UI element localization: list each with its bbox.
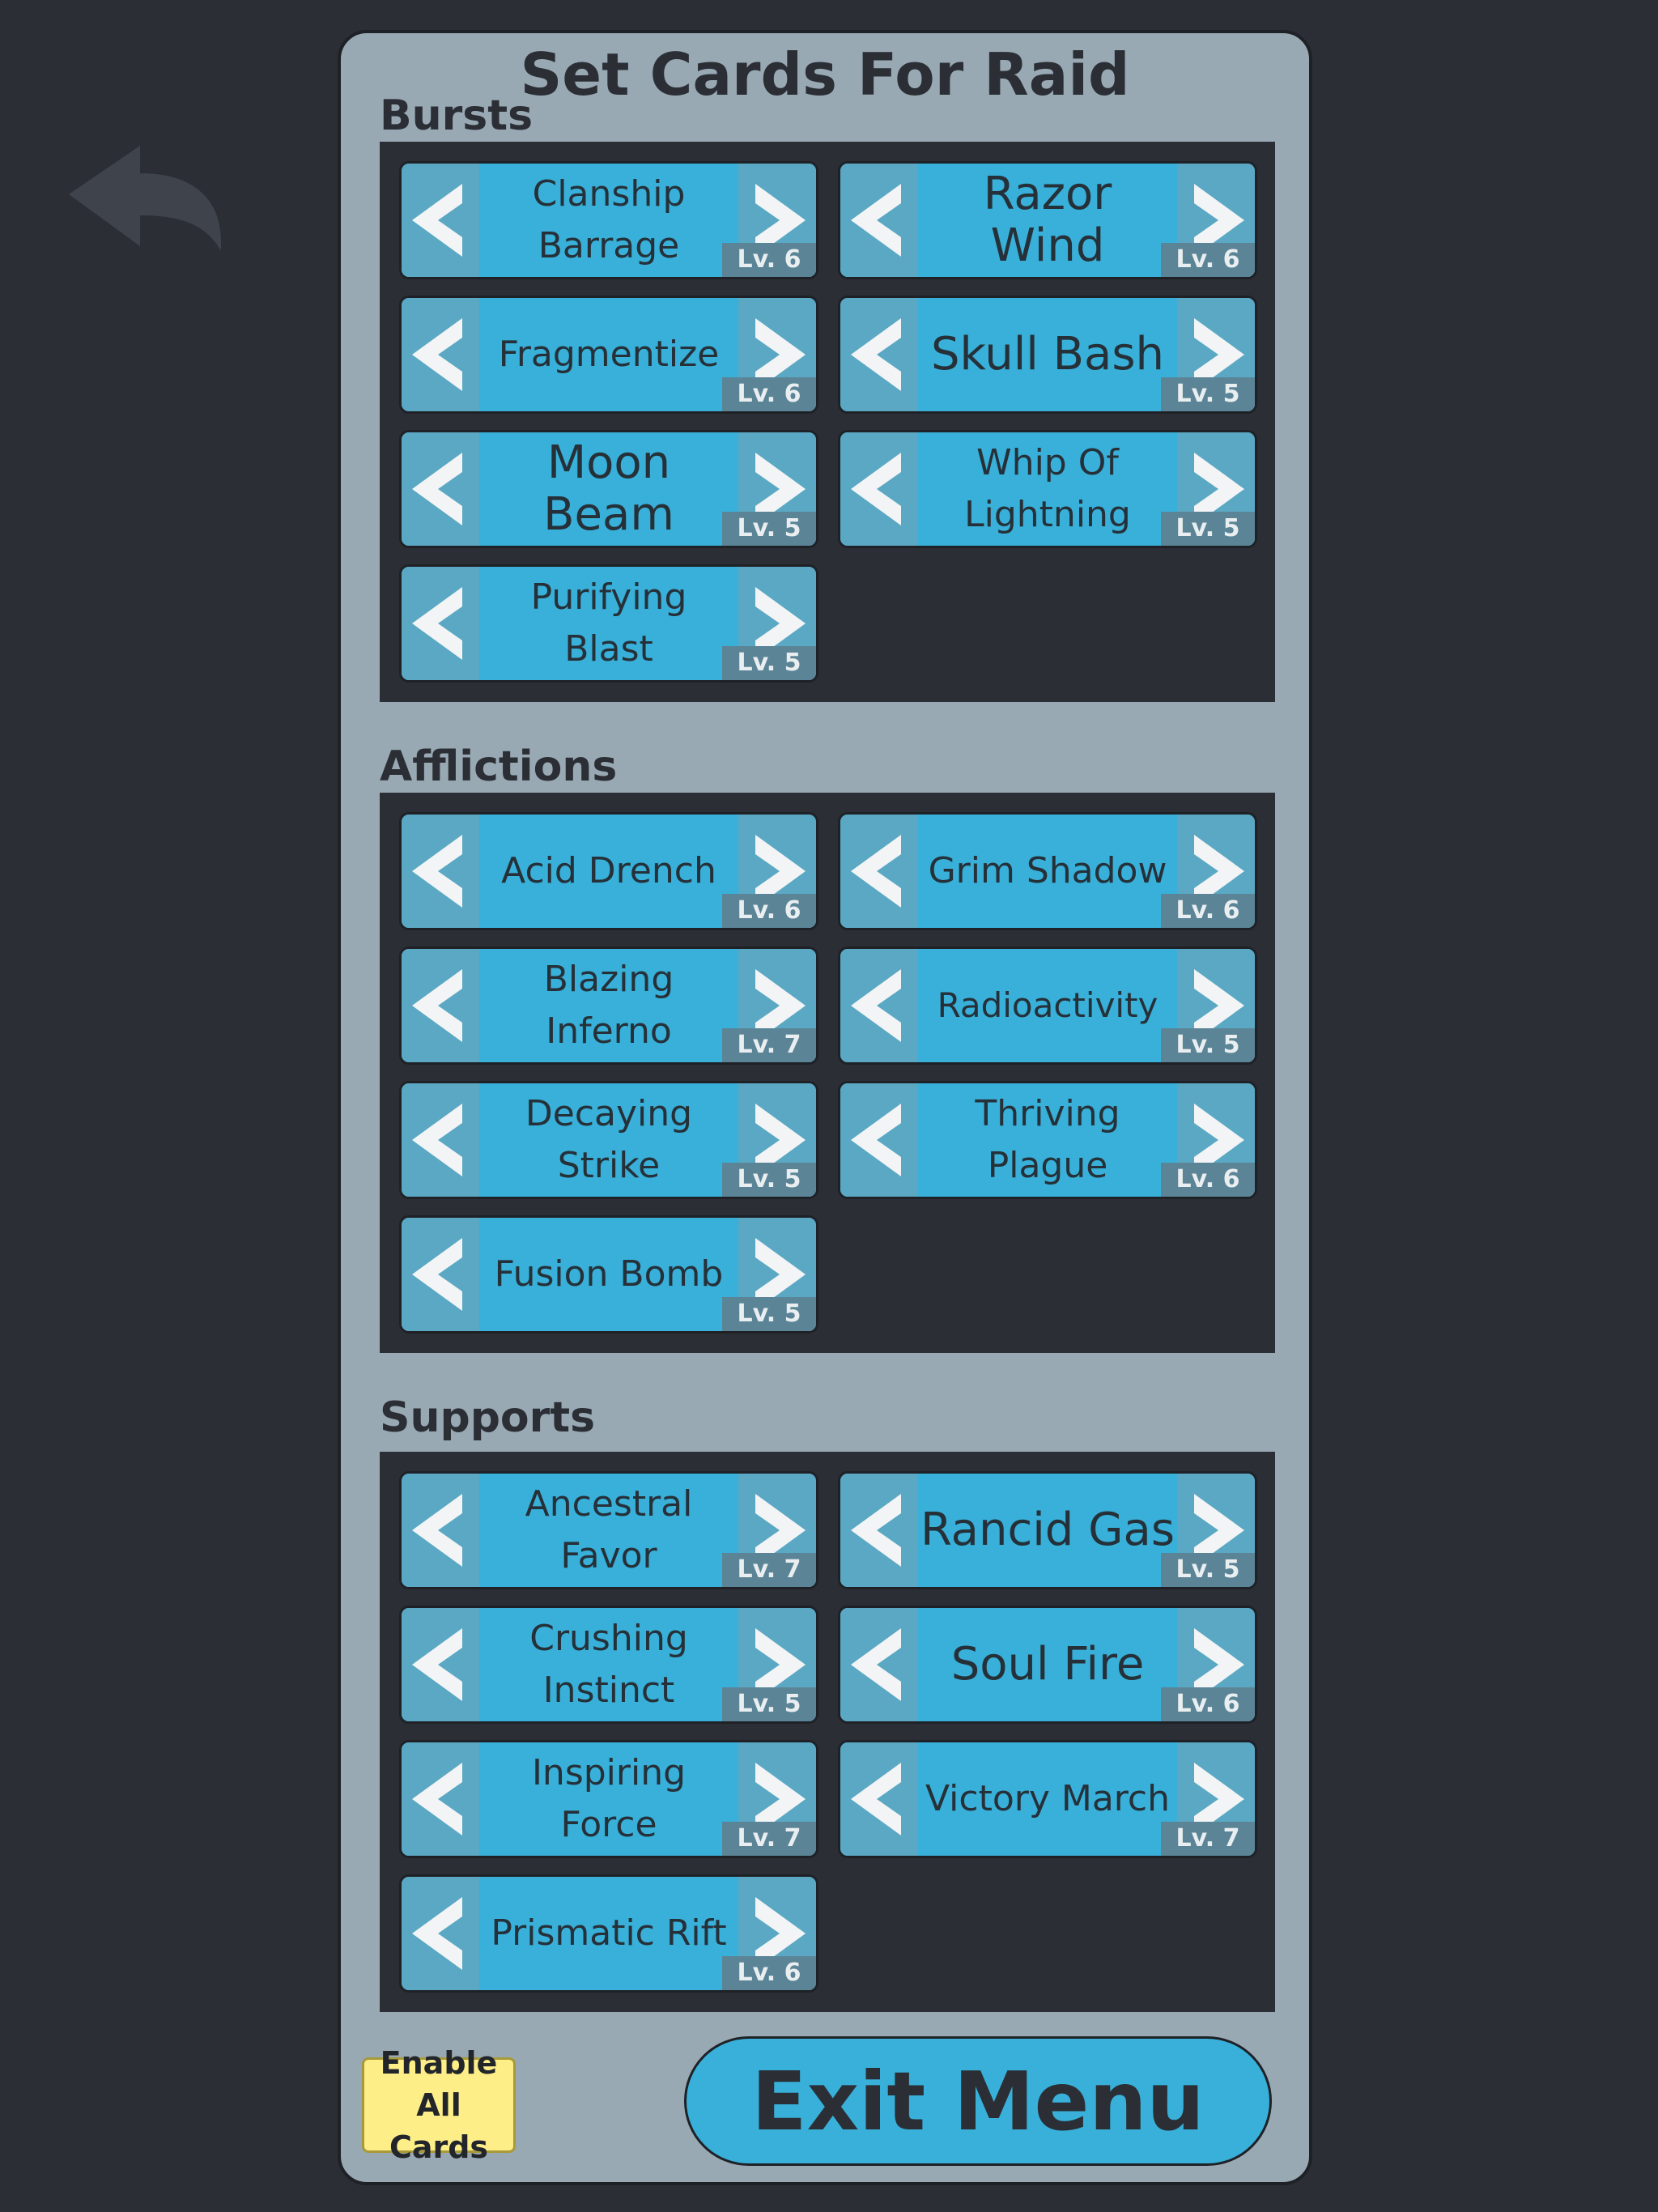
- card-name: Moon Beam: [543, 436, 674, 541]
- enable-all-cards-button[interactable]: Enable All Cards: [362, 2045, 516, 2165]
- card-name: Clanship Barrage: [532, 173, 686, 266]
- card-name: Crushing Instinct: [529, 1618, 688, 1711]
- card-name: Blazing Inferno: [543, 959, 674, 1052]
- prev-card-button[interactable]: [840, 298, 918, 411]
- prev-card-button[interactable]: [402, 1742, 479, 1856]
- prev-card-button[interactable]: [402, 1608, 479, 1721]
- card-level-badge: Lv. 5: [722, 646, 816, 680]
- card-level-badge: Lv. 7: [722, 1822, 816, 1856]
- prev-card-button[interactable]: [402, 815, 479, 928]
- prev-card-button[interactable]: [840, 1474, 918, 1587]
- card-name: Acid Drench: [501, 850, 716, 891]
- card-level-badge: Lv. 5: [722, 1297, 816, 1331]
- prev-card-button[interactable]: [840, 1083, 918, 1197]
- prev-card-button[interactable]: [402, 164, 479, 277]
- card-name: Razor Wind: [983, 168, 1112, 272]
- card-level-badge: Lv. 6: [1161, 1687, 1255, 1721]
- prev-card-button[interactable]: [402, 949, 479, 1062]
- prev-card-button[interactable]: [840, 432, 918, 546]
- card-name: Radioactivity: [937, 985, 1158, 1025]
- prev-card-button[interactable]: [840, 1742, 918, 1856]
- section-title-bursts: Bursts: [380, 91, 534, 140]
- card-name: Fragmentize: [498, 334, 720, 375]
- card-level-badge: Lv. 5: [1161, 1553, 1255, 1587]
- card-level-badge: Lv. 5: [1161, 1028, 1255, 1062]
- card-name: Whip Of Lightning: [964, 442, 1131, 535]
- card-level-badge: Lv. 7: [1161, 1822, 1255, 1856]
- section-title-afflictions: Afflictions: [380, 742, 618, 791]
- prev-card-button[interactable]: [402, 567, 479, 680]
- card-name: Prismatic Rift: [491, 1912, 727, 1954]
- card-level-badge: Lv. 7: [722, 1553, 816, 1587]
- prev-card-button[interactable]: [402, 298, 479, 411]
- card-level-badge: Lv. 6: [722, 243, 816, 277]
- card-name: Thriving Plague: [975, 1093, 1120, 1186]
- card-level-badge: Lv. 5: [722, 1687, 816, 1721]
- prev-card-button[interactable]: [840, 164, 918, 277]
- card-level-badge: Lv. 5: [722, 512, 816, 546]
- card-name: Rancid Gas: [920, 1504, 1175, 1556]
- prev-card-button[interactable]: [402, 1877, 479, 1990]
- back-button[interactable]: [69, 146, 223, 251]
- card-name: Grim Shadow: [928, 850, 1167, 891]
- card-level-badge: Lv. 6: [1161, 1163, 1255, 1197]
- card-name: Skull Bash: [930, 328, 1165, 381]
- prev-card-button[interactable]: [402, 1474, 479, 1587]
- enable-all-cards-label: Enable All Cards: [380, 2045, 498, 2165]
- back-arrow-icon: [69, 146, 221, 251]
- exit-menu-button[interactable]: Exit Menu: [684, 2036, 1272, 2166]
- card-level-badge: Lv. 6: [722, 1956, 816, 1990]
- prev-card-button[interactable]: [840, 1608, 918, 1721]
- card-name: Fusion Bomb: [494, 1253, 724, 1295]
- card-level-badge: Lv. 5: [722, 1163, 816, 1197]
- card-name: Decaying Strike: [525, 1093, 693, 1186]
- card-name: Soul Fire: [950, 1638, 1145, 1691]
- page-title: Set Cards For Raid: [520, 40, 1130, 108]
- card-level-badge: Lv. 7: [722, 1028, 816, 1062]
- card-name: Ancestral Favor: [525, 1483, 693, 1576]
- prev-card-button[interactable]: [402, 1218, 479, 1331]
- card-level-badge: Lv. 6: [722, 377, 816, 411]
- prev-card-button[interactable]: [402, 432, 479, 546]
- card-name: Inspiring Force: [531, 1752, 687, 1845]
- prev-card-button[interactable]: [402, 1083, 479, 1197]
- card-name: Victory March: [925, 1778, 1170, 1819]
- card-level-badge: Lv. 5: [1161, 512, 1255, 546]
- prev-card-button[interactable]: [840, 815, 918, 928]
- card-level-badge: Lv. 6: [722, 894, 816, 928]
- prev-card-button[interactable]: [840, 949, 918, 1062]
- card-level-badge: Lv. 5: [1161, 377, 1255, 411]
- card-level-badge: Lv. 6: [1161, 243, 1255, 277]
- card-level-badge: Lv. 6: [1161, 894, 1255, 928]
- exit-menu-label: Exit Menu: [751, 2053, 1205, 2149]
- card-name: Purifying Blast: [530, 576, 687, 670]
- section-title-supports: Supports: [380, 1393, 596, 1442]
